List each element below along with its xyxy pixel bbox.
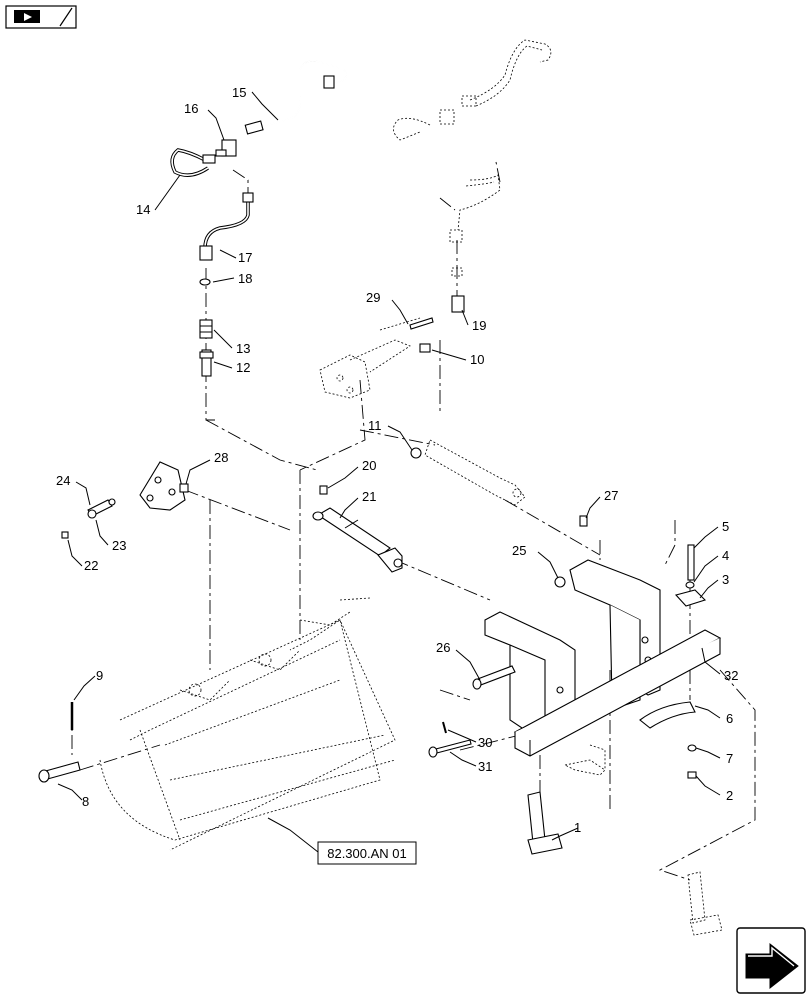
callout-5: 5: [722, 519, 729, 534]
reference-link[interactable]: 82.300.AN 01: [317, 841, 417, 865]
bracket-28: [139, 461, 189, 511]
callout-7: 7: [726, 751, 733, 766]
callout-27: 27: [604, 488, 618, 503]
callout-32: 32: [724, 668, 738, 683]
fitting-12: [199, 349, 214, 377]
pin-30: [442, 721, 447, 734]
callout-6: 6: [726, 711, 733, 726]
callout-21: 21: [362, 489, 376, 504]
callout-23: 23: [112, 538, 126, 553]
callout-31: 31: [478, 759, 492, 774]
bolt-31: [428, 739, 472, 758]
callout-22: 22: [84, 558, 98, 573]
callout-12: 12: [236, 360, 250, 375]
callout-14: 14: [136, 202, 150, 217]
callout-9: 9: [96, 668, 103, 683]
foot-pedal-ghost: [563, 744, 606, 776]
nut-10: [419, 343, 431, 353]
plate-3: [674, 589, 707, 607]
pin-26: [472, 665, 516, 690]
callout-labels: 15 16 14 17 18 13 12 29 19 10 11 28 20 2…: [56, 85, 738, 835]
washer-7: [687, 744, 697, 752]
fitting-16: [215, 139, 237, 157]
callout-10: 10: [470, 352, 484, 367]
callout-3: 3: [722, 572, 729, 587]
callout-28: 28: [214, 450, 228, 465]
callout-2: 2: [726, 788, 733, 803]
callout-13: 13: [236, 341, 250, 356]
cylinder-21: [312, 507, 403, 573]
fitting-20: [319, 485, 328, 495]
callout-30: 30: [478, 735, 492, 750]
hose-15: [244, 60, 348, 135]
callout-19: 19: [472, 318, 486, 333]
callout-16: 16: [184, 101, 198, 116]
callout-20: 20: [362, 458, 376, 473]
reference-label: 82.300.AN 01: [327, 846, 407, 861]
hose-14: [170, 148, 216, 177]
callout-18: 18: [238, 271, 252, 286]
crossbar-32: [513, 629, 722, 757]
callout-1: 1: [574, 820, 581, 835]
tooth-6: [639, 701, 696, 729]
callout-26: 26: [436, 640, 450, 655]
seal-18: [199, 278, 211, 286]
washer-4: [685, 581, 695, 589]
next-page-arrow-icon[interactable]: [736, 927, 806, 994]
callout-11: 11: [368, 418, 382, 433]
alignment-lines: [71, 161, 756, 881]
page-flip-icon[interactable]: [5, 5, 77, 29]
bucket-ghost: [99, 597, 396, 851]
nut-2: [687, 771, 697, 779]
callout-29: 29: [366, 290, 380, 305]
adapter-19: [451, 295, 465, 313]
callout-15: 15: [232, 85, 246, 100]
pin-24: [87, 499, 113, 519]
ghost-cylinder-upper: [424, 439, 526, 506]
adapter-13: [199, 319, 213, 339]
ghost-mount-bracket: [319, 317, 421, 399]
callout-24: 24: [56, 473, 70, 488]
bolt-5: [687, 544, 695, 581]
frame-bracket-left: [484, 611, 576, 731]
hose-17: [199, 192, 254, 261]
bolt-29: [409, 317, 434, 330]
callout-25: 25: [512, 543, 526, 558]
pedal-ghost-lower: [687, 871, 723, 936]
pin-8: [38, 761, 81, 783]
callout-17: 17: [238, 250, 252, 265]
spacer-23: [108, 498, 116, 506]
fitting-27: [579, 515, 588, 527]
cap-11: [410, 447, 422, 459]
callout-8: 8: [82, 794, 89, 809]
callout-4: 4: [722, 548, 729, 563]
leader-lines: [57, 91, 721, 853]
cap-25: [554, 576, 566, 588]
ghost-hose-assembly: [393, 39, 552, 277]
pedal-1: [527, 791, 563, 855]
bolt-22: [61, 531, 69, 539]
